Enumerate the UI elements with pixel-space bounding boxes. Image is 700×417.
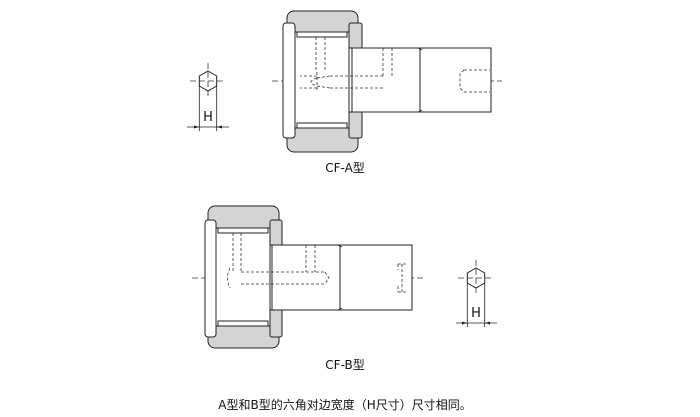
needle-row-bottom	[296, 122, 348, 129]
cf-a-hex-view	[187, 63, 229, 131]
stud-thread	[339, 244, 413, 311]
cf-b-drawing	[192, 205, 424, 349]
stud-shank	[351, 47, 421, 113]
cf-b-hex-view	[456, 260, 497, 327]
dimension-h-label-b: H	[471, 306, 481, 321]
cf-a-drawing	[272, 10, 502, 153]
needle-row-bottom	[217, 320, 269, 327]
inner-bore	[294, 31, 352, 129]
caption: A型和B型的六角对边宽度（H尺寸）尺寸相同。	[218, 398, 472, 412]
side-plate	[282, 22, 296, 139]
cf-a-label: CF-A型	[325, 161, 365, 175]
stud-thread	[419, 47, 492, 113]
dimension-h-label-a: H	[203, 110, 213, 125]
side-plate	[204, 219, 217, 338]
cf-b-label: CF-B型	[325, 358, 365, 372]
stud-shank	[271, 244, 341, 311]
inner-bore	[215, 227, 273, 327]
needle-row-top	[217, 227, 269, 234]
needle-row-top	[296, 31, 348, 38]
